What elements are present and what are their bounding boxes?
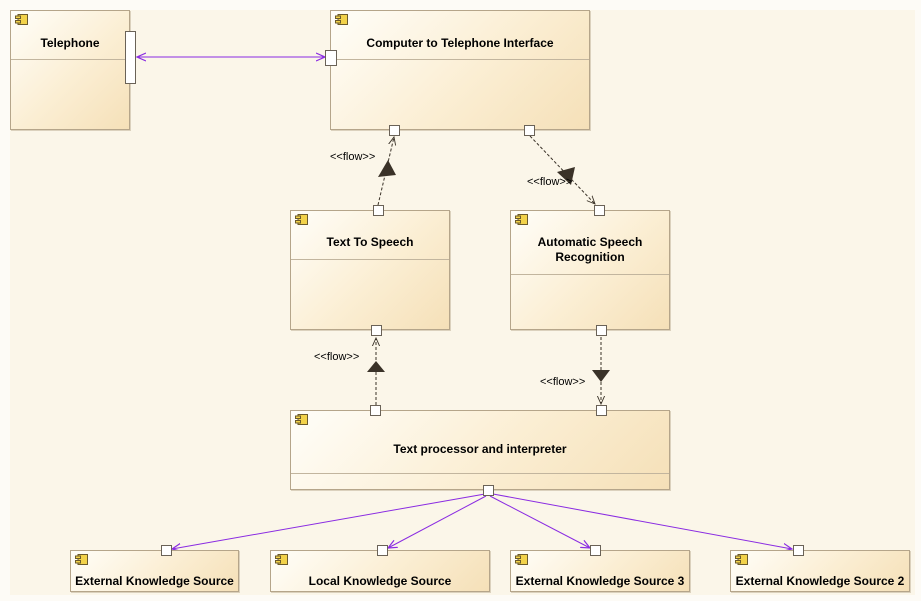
port-processor-bottom[interactable] [483,485,494,496]
component-title: Computer to Telephone Interface [366,36,554,50]
component-title: Text processor and interpreter [393,442,567,456]
component-local-knowledge-source[interactable]: Local Knowledge Source [270,550,490,592]
association-processor-eks2[interactable] [492,493,792,549]
flow-label: <<flow>> [540,376,586,388]
compartment-divider [11,59,129,60]
association-processor-lks[interactable] [388,495,487,548]
port-cti-bottom-right[interactable] [524,125,535,136]
port-eks3-top[interactable] [590,545,601,556]
component-icon [335,14,348,25]
flow-cti-to-asr[interactable] [529,135,595,204]
component-external-knowledge-source[interactable]: External Knowledge Source [70,550,239,592]
compartment-divider [511,274,669,275]
flow-label: <<flow>> [527,176,573,188]
port-asr-top[interactable] [594,205,605,216]
component-text-processor-interpreter[interactable]: Text processor and interpreter [290,410,670,490]
port-tts-bottom[interactable] [371,325,382,336]
component-title: Automatic Speech Recognition [537,235,643,264]
port-eks2-top[interactable] [793,545,804,556]
component-title: Telephone [40,36,100,50]
compartment-divider [291,473,669,474]
flow-direction-icon [592,370,610,382]
compartment-divider [331,59,589,60]
flow-direction-icon [367,361,385,372]
flow-tts-to-cti[interactable] [377,137,394,206]
flow-direction-icon [557,167,575,185]
flow-direction-icon [378,160,396,177]
component-icon [515,554,528,565]
component-computer-telephone-interface[interactable]: Computer to Telephone Interface [330,10,590,130]
component-icon [515,214,528,225]
component-telephone[interactable]: Telephone [10,10,130,130]
port-processor-top-left[interactable] [370,405,381,416]
port-telephone-right[interactable] [125,31,136,84]
flow-label: <<flow>> [314,351,360,363]
component-title: Text To Speech [326,235,414,249]
port-cti-left[interactable] [325,50,337,66]
port-eks1-top[interactable] [161,545,172,556]
port-processor-top-right[interactable] [596,405,607,416]
component-icon [15,14,28,25]
component-title: External Knowledge Source 3 [515,574,685,588]
component-automatic-speech-recognition[interactable]: Automatic Speech Recognition [510,210,670,330]
compartment-divider [291,259,449,260]
component-icon [735,554,748,565]
component-title: Local Knowledge Source [308,574,452,588]
flow-label: <<flow>> [330,151,376,163]
component-title: External Knowledge Source 2 [735,574,905,588]
component-icon [275,554,288,565]
component-title: External Knowledge Source [75,574,234,588]
association-processor-eks3[interactable] [489,495,590,548]
component-icon [75,554,88,565]
component-icon [295,214,308,225]
component-icon [295,414,308,425]
component-external-knowledge-source-3[interactable]: External Knowledge Source 3 [510,550,690,592]
component-text-to-speech[interactable]: Text To Speech [290,210,450,330]
port-asr-bottom[interactable] [596,325,607,336]
port-cti-bottom-left[interactable] [389,125,400,136]
port-tts-top[interactable] [373,205,384,216]
association-processor-eks1[interactable] [172,493,486,549]
component-external-knowledge-source-2[interactable]: External Knowledge Source 2 [730,550,910,592]
port-lks-top[interactable] [377,545,388,556]
